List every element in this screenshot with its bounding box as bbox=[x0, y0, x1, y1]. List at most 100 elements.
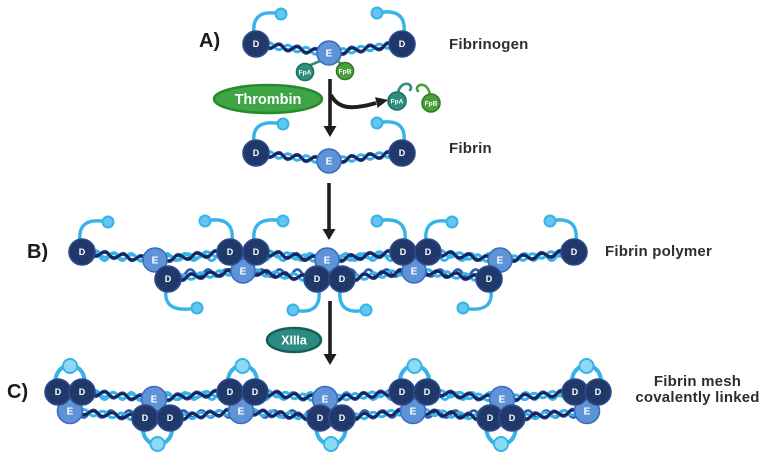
cleavage-arrow-head bbox=[375, 97, 388, 108]
d-domain-circle bbox=[242, 139, 270, 167]
d-domain-letter: D bbox=[399, 387, 406, 397]
fpb-site: FpB bbox=[335, 61, 355, 81]
d-domain-letter: D bbox=[339, 274, 346, 284]
alpha-c-arm bbox=[370, 6, 406, 35]
e-domain-letter: E bbox=[326, 157, 333, 168]
xiiia-label: XIIIa bbox=[281, 334, 308, 348]
fibrin-label: Fibrin bbox=[449, 140, 492, 157]
d-domain-letter: D bbox=[425, 247, 432, 257]
e-domain-circle bbox=[316, 148, 342, 174]
e-domain-letter: E bbox=[411, 267, 418, 278]
d-domain-circle bbox=[584, 378, 612, 406]
alpha-c-arm bbox=[424, 215, 459, 243]
d-domain-circle bbox=[328, 404, 356, 432]
e-domain-letter: E bbox=[151, 395, 158, 406]
d-domain-letter: D bbox=[317, 413, 324, 423]
d-domain: D bbox=[414, 238, 442, 266]
d-domain: D bbox=[560, 238, 588, 266]
e-domain-letter: E bbox=[240, 267, 247, 278]
fibrin-mesh-label: Fibrin mesh covalently linked bbox=[625, 374, 768, 406]
d-domain-circle bbox=[241, 378, 269, 406]
alpha-c-end bbox=[445, 215, 459, 229]
crosslink-ball bbox=[578, 358, 595, 374]
d-domain-circle bbox=[156, 404, 184, 432]
alpha-c-arm bbox=[370, 116, 406, 144]
d-domain: D bbox=[131, 404, 159, 432]
alpha-c-end bbox=[456, 301, 470, 315]
d-domain: D bbox=[242, 30, 270, 58]
fibrin-to-polymer-arrow bbox=[322, 183, 336, 240]
fpa-site: FpA bbox=[387, 91, 407, 111]
crosslink-ball bbox=[323, 436, 339, 452]
d-domain: D bbox=[328, 404, 356, 432]
d-domain-letter: D bbox=[79, 387, 86, 397]
e-domain: E bbox=[142, 247, 168, 273]
fibrin-mesh-label-line1: Fibrin mesh bbox=[653, 373, 742, 390]
fibrin-mesh-label-line2: covalently linked bbox=[635, 389, 760, 406]
crosslink-ball bbox=[493, 436, 509, 452]
e-domain: E bbox=[316, 40, 342, 66]
d-domain-circle bbox=[475, 265, 503, 293]
fpa-tail bbox=[396, 82, 413, 95]
alpha-c-arm bbox=[198, 214, 234, 243]
d-domain-circle bbox=[388, 139, 416, 167]
d-domain: D bbox=[303, 265, 331, 293]
fibrinogen-to-fibrin-arrow bbox=[323, 79, 337, 137]
d-domain-letter: D bbox=[253, 39, 260, 49]
d-domain: D bbox=[475, 265, 503, 293]
arrow-head bbox=[322, 229, 336, 240]
alpha-c-end bbox=[370, 214, 384, 228]
d-domain: D bbox=[68, 378, 96, 406]
e-domain-circle bbox=[142, 247, 168, 273]
d-domain-letter: D bbox=[339, 413, 346, 423]
d-domain-letter: D bbox=[572, 387, 579, 397]
d-domain: D bbox=[389, 238, 417, 266]
section-c-label: C) bbox=[7, 381, 29, 403]
alpha-c-end bbox=[274, 7, 288, 21]
fpa-released: FpA bbox=[387, 82, 413, 111]
d-domain-letter: D bbox=[424, 387, 431, 397]
d-domain: D bbox=[584, 378, 612, 406]
alpha-c-end bbox=[543, 214, 557, 228]
e-domain-letter: E bbox=[584, 407, 591, 418]
d-domain: D bbox=[68, 238, 96, 266]
e-domain-circle bbox=[316, 40, 342, 66]
fpa-site-circle bbox=[387, 91, 407, 111]
d-domain-circle bbox=[242, 30, 270, 58]
d-domain-circle bbox=[413, 378, 441, 406]
d-domain-letter: D bbox=[486, 274, 493, 284]
d-domain-letter: D bbox=[595, 387, 602, 397]
alpha-c-arm bbox=[252, 214, 290, 243]
fpb-site-circle bbox=[335, 61, 355, 81]
d-domain-letter: D bbox=[400, 247, 407, 257]
d-domain: D bbox=[44, 378, 72, 406]
arrow-head bbox=[323, 354, 337, 365]
d-domain-letter: D bbox=[142, 413, 149, 423]
fpa-site-letter: FpA bbox=[391, 98, 404, 105]
section-b-label: B) bbox=[27, 241, 49, 263]
alpha-c-end bbox=[359, 303, 373, 317]
arrow-head bbox=[323, 126, 337, 137]
alpha-c-arm bbox=[543, 214, 578, 243]
d-domain-circle bbox=[414, 238, 442, 266]
e-domain-letter: E bbox=[238, 407, 245, 418]
d-domain-letter: D bbox=[227, 387, 234, 397]
d-domain: D bbox=[216, 378, 244, 406]
d-domain-circle bbox=[328, 265, 356, 293]
alpha-c-arm bbox=[252, 7, 288, 35]
e-domain-letter: E bbox=[410, 407, 417, 418]
d-domain: D bbox=[241, 378, 269, 406]
d-domain-circle bbox=[68, 378, 96, 406]
alpha-c-arm bbox=[164, 288, 204, 315]
fpa-site-circle bbox=[295, 62, 315, 82]
d-domain: D bbox=[498, 404, 526, 432]
thrombin-label: Thrombin bbox=[235, 92, 302, 108]
alpha-c-end bbox=[370, 6, 384, 20]
d-domain: D bbox=[242, 139, 270, 167]
crosslink-ball bbox=[406, 358, 423, 374]
crosslink-ball bbox=[234, 358, 251, 374]
